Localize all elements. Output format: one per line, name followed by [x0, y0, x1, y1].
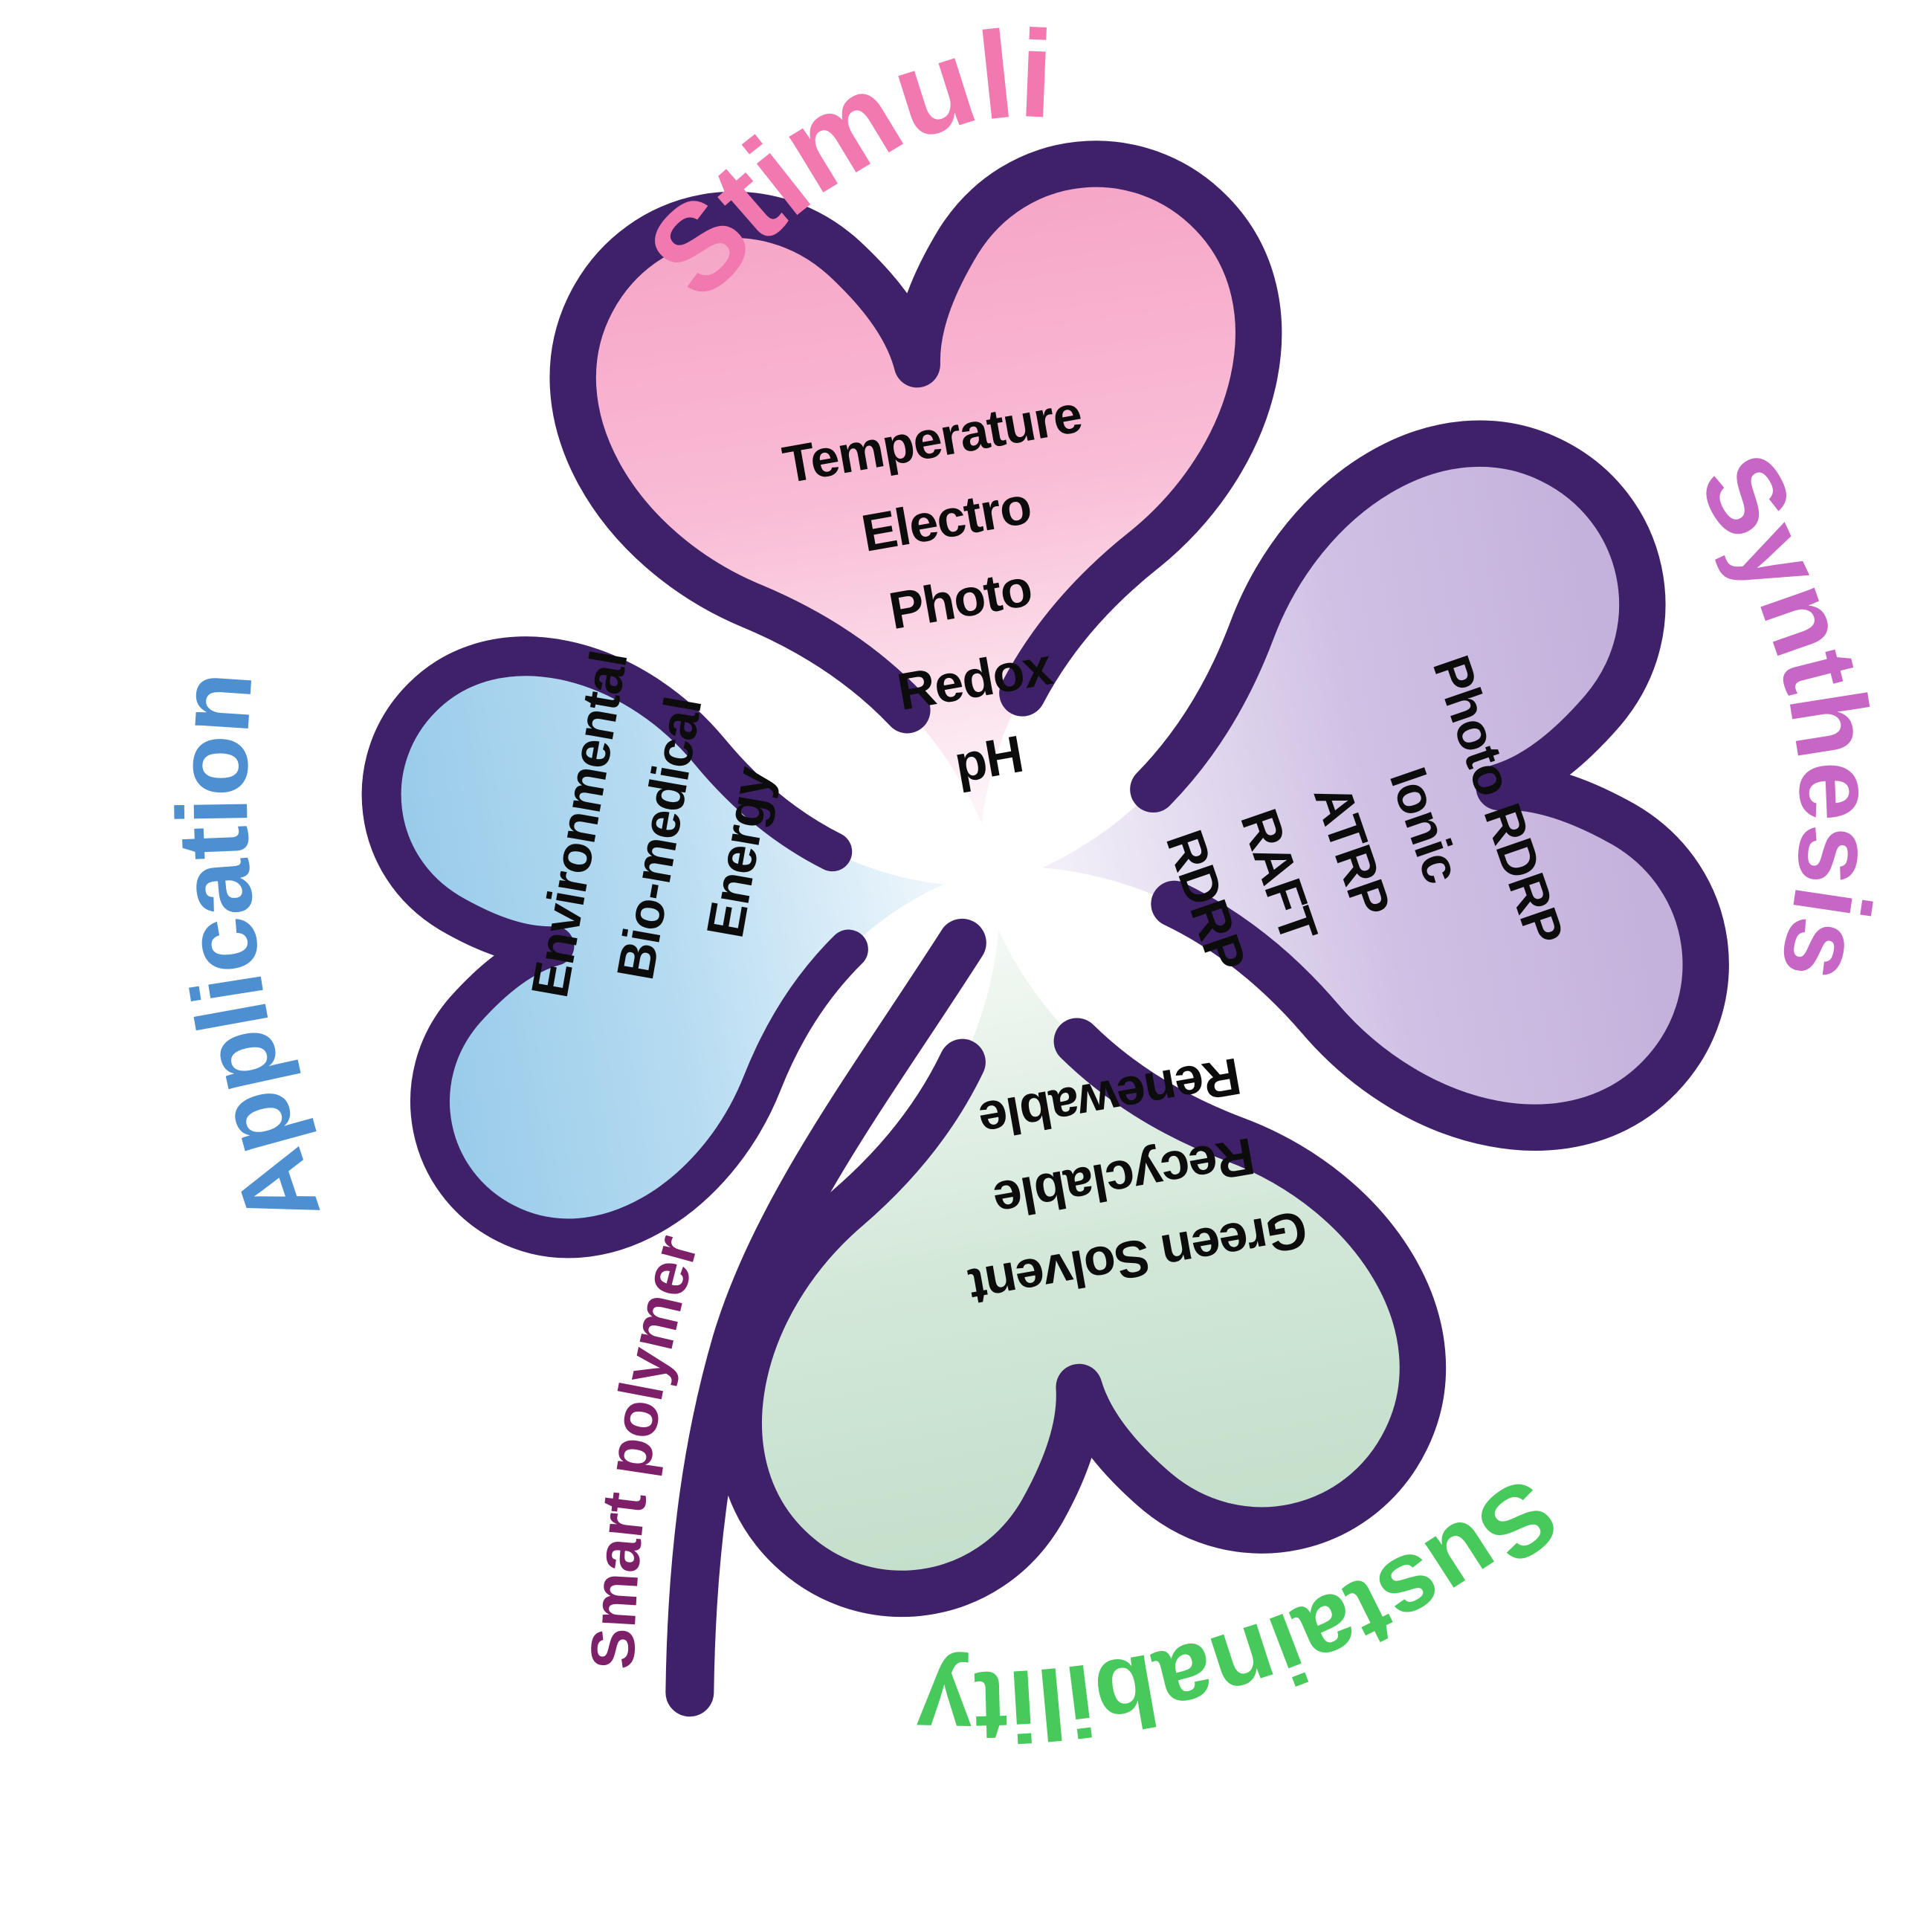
label-application: Application — [156, 668, 342, 1241]
stimuli-item: pH — [950, 724, 1027, 794]
label-application-text: Application — [156, 668, 342, 1241]
